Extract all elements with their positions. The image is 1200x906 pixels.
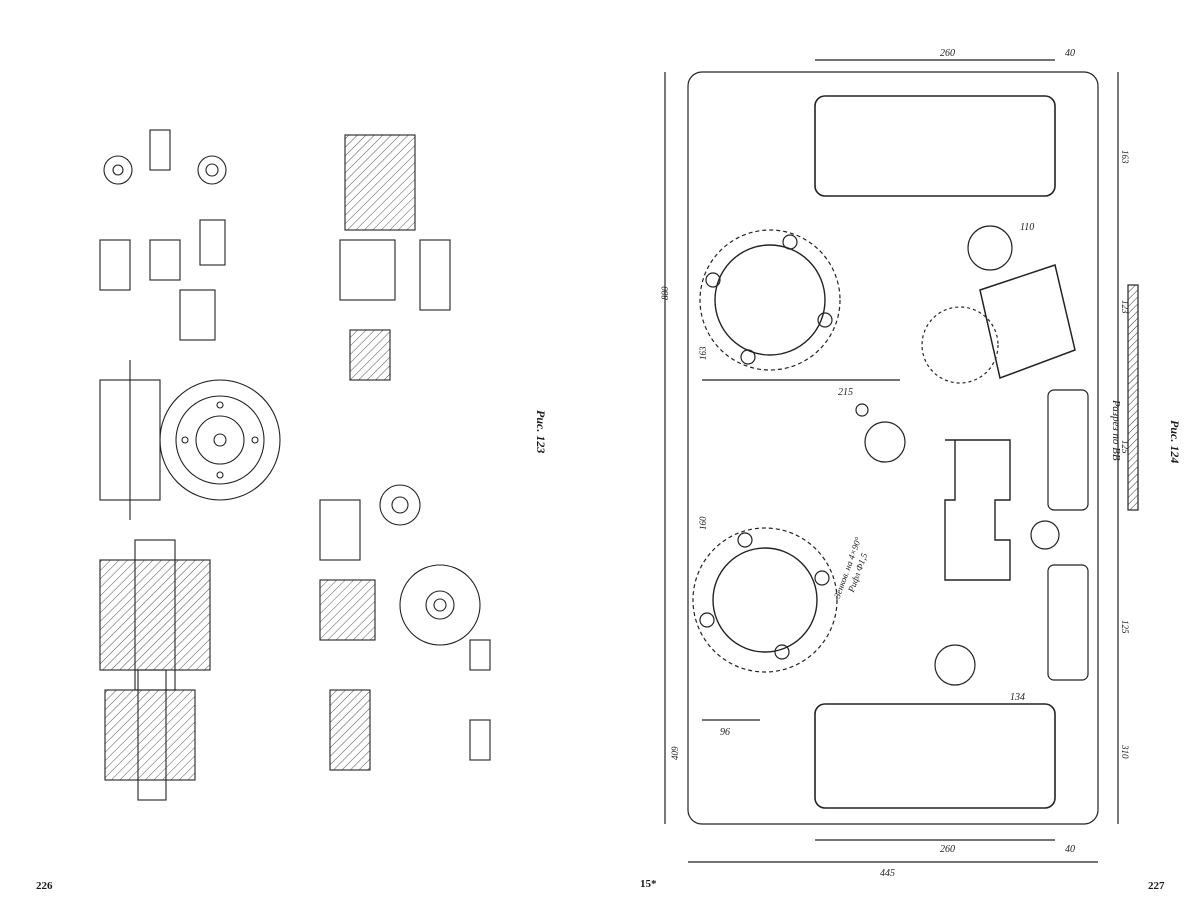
dim-left-160: 160 (698, 517, 708, 531)
figure-123-caption: Рис. 123 (533, 410, 548, 453)
figure-124-caption: Рис. 124 (1167, 420, 1182, 463)
section-label: Разрез по ВВ (1110, 400, 1122, 461)
dim-bottom-260: 260 (940, 844, 955, 855)
left-page: Рис. 123 226 (0, 0, 600, 906)
dim-left-409: 409 (670, 747, 680, 761)
dim-bottom-40: 40 (1065, 844, 1075, 855)
dim-right-123: 123 (1120, 300, 1130, 314)
dim-right-125-b: 125 (1120, 620, 1130, 634)
dim-top-40: 40 (1065, 48, 1075, 59)
dim-overall-length: 880 (660, 287, 670, 301)
right-page: 260 40 260 40 445 215 96 110 134 880 163… (600, 0, 1200, 906)
dim-110: 110 (1020, 222, 1034, 233)
figure-123-drawing (0, 0, 600, 906)
dim-top-260: 260 (940, 48, 955, 59)
dim-overall-width: 445 (880, 868, 895, 879)
page-number-left: 226 (36, 880, 53, 892)
dim-134: 134 (1010, 692, 1025, 703)
dim-215: 215 (838, 387, 853, 398)
dim-right-163: 163 (1120, 150, 1130, 164)
dim-right-310: 310 (1120, 745, 1130, 759)
dim-96: 96 (720, 727, 730, 738)
page-number-right: 227 (1148, 880, 1165, 892)
dim-left-163: 163 (698, 347, 708, 361)
signature-mark: 15* (640, 878, 657, 890)
